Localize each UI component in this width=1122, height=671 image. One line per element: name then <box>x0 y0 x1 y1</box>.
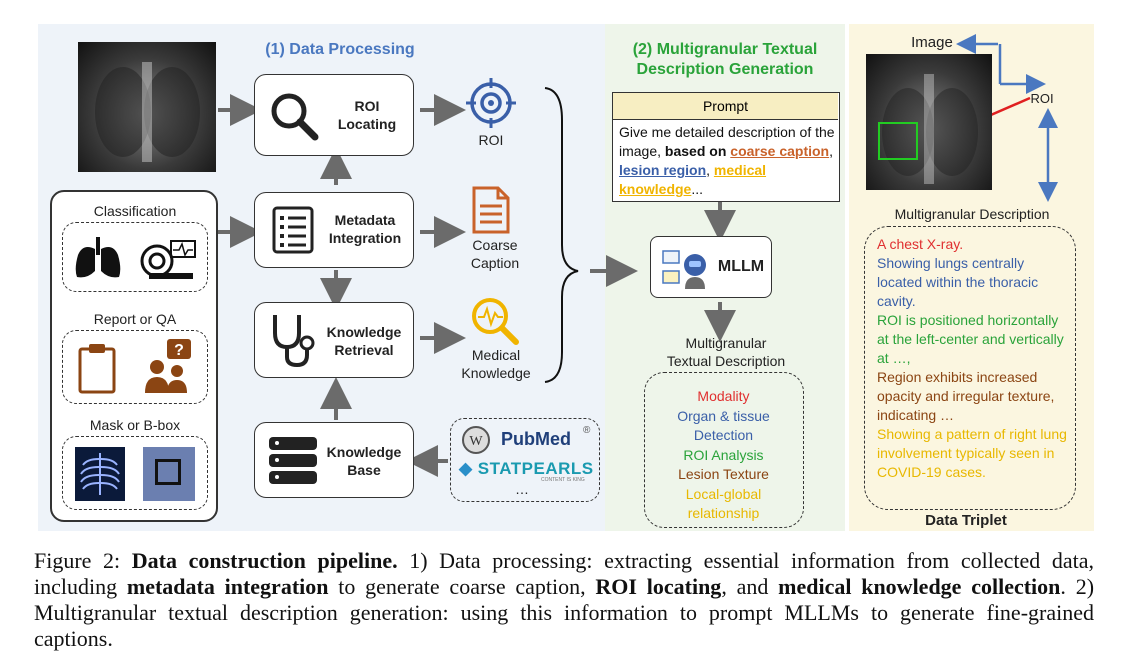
granularity-item: Modality <box>697 388 750 404</box>
svg-text:W: W <box>469 434 483 449</box>
bbox-image <box>143 447 195 501</box>
generation-title-2: Description Generation <box>636 61 814 78</box>
metadata-integration-box: Metadata Integration <box>254 192 414 268</box>
data-processing-title: (1) Data Processing <box>265 41 415 58</box>
target-icon <box>466 78 516 128</box>
prompt-box: Prompt Give me detailed description of t… <box>612 92 840 202</box>
database-icon <box>269 437 317 484</box>
statpearls-text: STATPEARLS <box>477 459 594 478</box>
classification-group <box>62 222 208 292</box>
granularity-item: Lesion Texture <box>678 466 769 482</box>
description-line: Showing a pattern of right lung involvem… <box>877 426 1067 480</box>
granularity-item: relationship <box>687 505 760 521</box>
medical-knowledge-label-2: Knowledge <box>461 365 531 381</box>
medical-search-icon <box>472 298 519 345</box>
registered-icon: ® <box>583 425 591 436</box>
prompt-header: Prompt <box>613 93 838 120</box>
classification-label: Classification <box>93 203 177 219</box>
coarse-caption-label-1: Coarse <box>472 237 518 253</box>
report-qa-label: Report or QA <box>93 311 177 327</box>
mllm-label: MLLM <box>717 258 765 275</box>
triplet-xray-image <box>866 54 992 190</box>
knowledge-sources-group: W PubMed ® ◆ STATPEARLS CONTENT IS KING … <box>450 418 600 502</box>
granularity-item: Detection <box>693 427 754 443</box>
image-label: Image <box>911 34 953 51</box>
metadata-integration-label-1: Metadata <box>334 212 396 228</box>
svg-text:?: ? <box>174 342 184 359</box>
description-line: A chest X-ray. <box>877 236 964 252</box>
output-label-1: Multigranular <box>685 335 767 351</box>
pubmed-logo: PubMed <box>501 429 571 449</box>
description-line: ROI is positioned horizontally at the le… <box>877 312 1064 366</box>
generation-title-1: (2) Multigranular Textual <box>632 41 818 58</box>
knowledge-retrieval-label-2: Retrieval <box>334 342 394 358</box>
mask-bbox-group <box>62 436 208 510</box>
stethoscope-icon <box>273 315 315 368</box>
prompt-text: Give me detailed description of the imag… <box>619 124 835 197</box>
figure-caption: Figure 2: Data construction pipeline. 1)… <box>34 548 1095 651</box>
mllm-box: MLLM <box>650 236 772 298</box>
description-line: Showing lungs centrally located within t… <box>877 255 1039 309</box>
chest-xray-image <box>78 42 216 172</box>
lungs-icon <box>75 237 121 278</box>
medical-knowledge-label-1: Medical <box>471 347 521 363</box>
roi-locating-box: ROI Locating <box>254 74 414 156</box>
granularity-item: Organ & tissue <box>677 407 770 424</box>
report-qa-group: ? <box>62 330 208 404</box>
roi-output-label: ROI <box>478 132 504 148</box>
knowledge-base-label-1: Knowledge <box>326 444 402 460</box>
statpearls-logo: ◆ STATPEARLS <box>459 459 594 478</box>
document-icon <box>472 186 510 234</box>
coarse-caption-label-2: Caption <box>470 255 520 271</box>
output-label-2: Textual Description <box>666 353 786 369</box>
clipboard-icon <box>78 344 116 394</box>
granularity-item: Local-global <box>685 485 762 502</box>
checklist-icon <box>272 206 314 254</box>
description-text: A chest X-ray. Showing lungs centrally lo… <box>877 235 1067 482</box>
roi-bounding-box <box>878 122 918 160</box>
mri-scanner-icon <box>140 240 196 279</box>
statpearls-tagline: CONTENT IS KING <box>541 477 585 483</box>
roi-locating-label-1: ROI <box>354 98 380 114</box>
metadata-integration-label-2: Integration <box>328 230 402 246</box>
knowledge-retrieval-box: Knowledge Retrieval <box>254 302 414 378</box>
mask-bbox-label: Mask or B-box <box>89 417 181 433</box>
multigranular-description-title: Multigranular Description <box>894 206 1050 222</box>
knowledge-retrieval-label-1: Knowledge <box>326 324 402 340</box>
robot-icon <box>662 250 706 289</box>
data-triplet-label: Data Triplet <box>925 512 1007 529</box>
consultation-icon: ? <box>145 339 191 393</box>
knowledge-base-box: Knowledge Base <box>254 422 414 498</box>
multigranular-description-box: A chest X-ray. Showing lungs centrally lo… <box>864 226 1076 510</box>
granularity-item: ROI Analysis <box>683 446 764 463</box>
mask-image <box>75 447 125 501</box>
more-sources: … <box>515 481 529 497</box>
knowledge-base-label-2: Base <box>347 462 381 478</box>
roi-label: ROI <box>1030 91 1054 106</box>
description-line: Region exhibits increased opacity and ir… <box>877 369 1055 423</box>
roi-locating-label-2: Locating <box>337 116 397 132</box>
wikipedia-icon: W <box>462 426 490 454</box>
magnifier-icon <box>271 93 319 141</box>
